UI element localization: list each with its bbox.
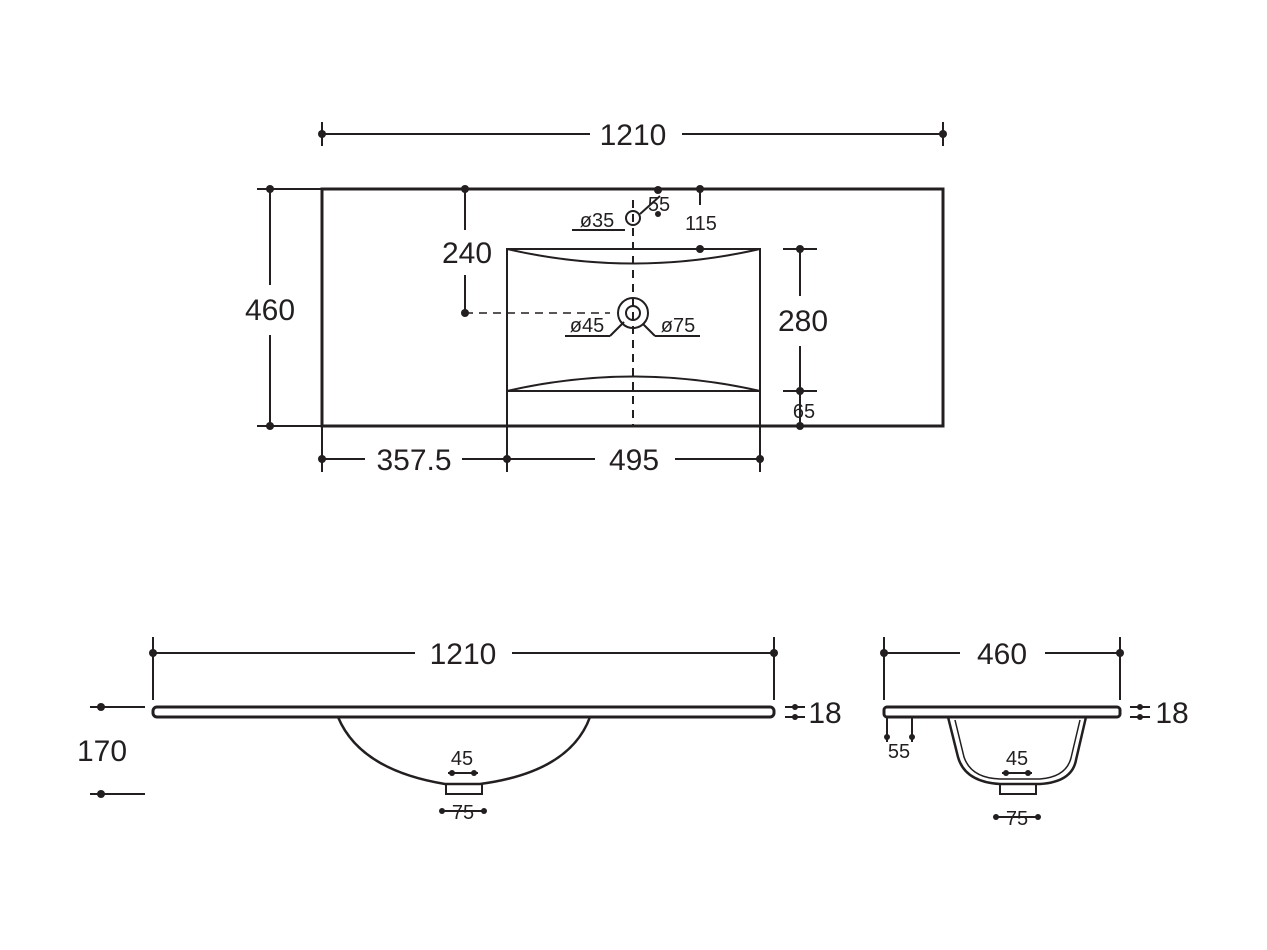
dim-side-depth: 460	[880, 637, 1124, 700]
overall-width-label: 1210	[600, 119, 667, 152]
front-height-label: 170	[77, 735, 127, 768]
dim-bottom-chain: 357.5 495	[318, 391, 764, 477]
dim-overall-depth: 460	[245, 185, 322, 430]
dim-bowl-front-gap: 65	[793, 391, 815, 430]
waste-outer-dia-label: ø75	[661, 315, 695, 337]
bowl-depth-label: 280	[778, 305, 828, 338]
dim-front-waste: 45 75	[439, 748, 487, 824]
side-top-slab	[882, 705, 1122, 719]
bowl-front-gap-label: 65	[793, 401, 815, 423]
tap-zone-label: 115	[685, 213, 717, 235]
dim-front-width: 1210	[149, 637, 778, 700]
dim-bowl-depth: 280	[778, 245, 828, 395]
dim-waste-from-back: 240	[442, 185, 492, 317]
front-thickness-label: 18	[808, 697, 841, 730]
front-waste-label: 45	[451, 748, 473, 770]
front-width-label: 1210	[430, 638, 497, 671]
tap-hole-offset-label: 55	[648, 194, 670, 216]
side-bowl-inner	[954, 719, 1081, 780]
dim-waste: ø45 ø75	[565, 315, 700, 337]
dim-tap-hole: ø35 55 115	[572, 185, 717, 253]
dim-front-thickness: 18	[785, 697, 842, 730]
front-waste-outer-label: 75	[452, 802, 474, 824]
waste-inner	[625, 305, 641, 321]
dim-side-waste: 45 75	[993, 748, 1041, 830]
vanity-top-outline	[320, 187, 945, 428]
side-waste-label: 45	[1006, 748, 1028, 770]
tap-hole-dia-label: ø35	[580, 210, 614, 232]
bowl-width-label: 495	[609, 444, 659, 477]
side-waste	[999, 783, 1037, 795]
side-thickness-label: 18	[1155, 697, 1188, 730]
overall-depth-label: 460	[245, 294, 295, 327]
tap-hole	[625, 210, 641, 226]
dim-front-height: 170	[77, 703, 145, 798]
plan-view: 1210 460 240 280	[245, 119, 947, 477]
dim-side-back-offset: 55	[884, 717, 915, 763]
front-view: 1210 170 18 45 75	[77, 637, 842, 824]
bowl-front-curve	[506, 375, 761, 392]
front-top-slab	[151, 705, 776, 719]
dim-overall-width: 1210	[318, 119, 947, 152]
side-waste-outer-label: 75	[1006, 808, 1028, 830]
side-back-offset-label: 55	[888, 741, 910, 763]
waste-outer	[617, 297, 649, 329]
side-depth-label: 460	[977, 638, 1027, 671]
left-offset-label: 357.5	[376, 444, 451, 477]
front-waste	[445, 783, 483, 795]
dim-side-thickness: 18	[1130, 697, 1189, 730]
waste-dia-label: ø45	[570, 315, 604, 337]
waste-from-back-label: 240	[442, 237, 492, 270]
side-view: 460 18 55 45 75	[880, 637, 1189, 830]
